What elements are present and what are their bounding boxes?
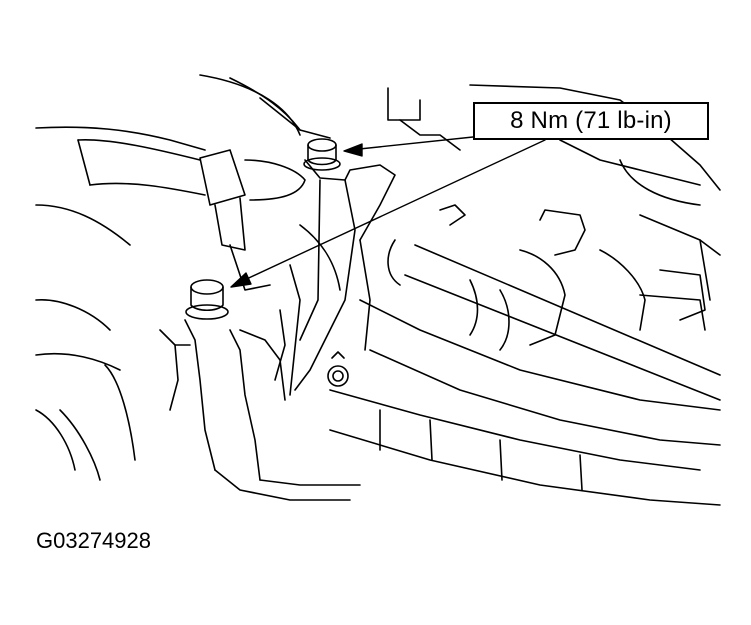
torque-callout: 8 Nm (71 lb-in) (473, 102, 709, 140)
nut-icon (327, 351, 349, 387)
callout-leaders (230, 136, 546, 288)
shift-cable (387, 204, 721, 401)
figure-code: G03274928 (36, 528, 151, 553)
upper-hose (77, 138, 306, 291)
torque-callout-text: 8 Nm (71 lb-in) (510, 107, 672, 134)
bracket (159, 159, 396, 501)
upper-bolt-icon (303, 138, 341, 171)
lower-bolt-icon (185, 279, 229, 320)
case-lines (329, 209, 721, 506)
